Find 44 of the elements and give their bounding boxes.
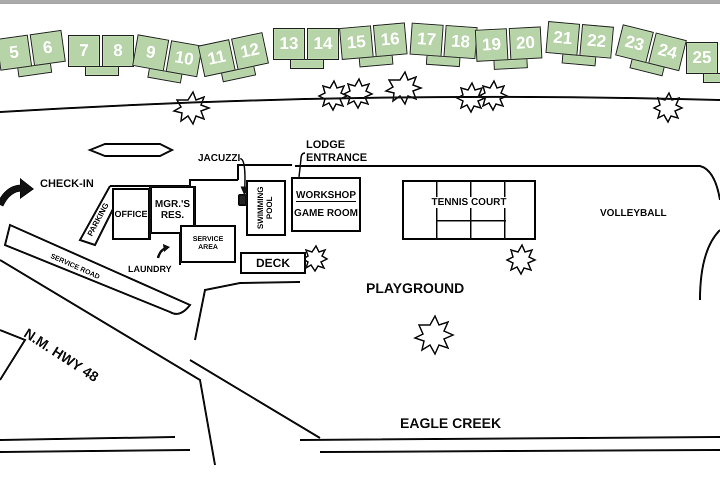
- entrance-label: LODGE ENTRANCE: [306, 139, 378, 164]
- place-label: CHECK-IN: [40, 178, 94, 190]
- cabin-unit: 15: [339, 25, 374, 60]
- cabin-unit: 7: [68, 35, 100, 67]
- swimming-pool: [246, 180, 286, 236]
- tennis-court: [402, 180, 536, 240]
- jacuzzi-label: JACUZZI: [198, 153, 240, 164]
- cabin-unit: 5: [0, 34, 32, 71]
- building-label: SWIMMING POOL: [257, 186, 275, 232]
- cabin-unit: 21: [545, 21, 580, 56]
- building-label: GAME ROOM: [294, 208, 358, 219]
- cabin-unit: 11: [198, 39, 236, 78]
- cabin-unit: 18: [443, 25, 478, 60]
- cabin-unit: 13: [273, 28, 305, 60]
- deck: [240, 252, 306, 274]
- building-label: MGR.'S RES.: [154, 198, 192, 222]
- leader-line: [298, 152, 306, 178]
- cabin-unit: 10: [166, 40, 203, 78]
- place-label: VOLLEYBALL: [600, 208, 667, 219]
- cabin-unit: 6: [30, 30, 66, 66]
- cabin-unit: 17: [410, 22, 444, 57]
- jacuzzi-tub: [238, 194, 247, 206]
- service-area: [180, 225, 236, 263]
- cabin-unit: 23: [615, 24, 654, 64]
- cabin-unit: 25: [686, 42, 718, 74]
- cabin-unit: 19: [474, 28, 508, 62]
- cabin-unit: 16: [372, 22, 408, 58]
- building-label: WORKSHOP: [296, 190, 356, 202]
- place-label: EAGLE CREEK: [400, 415, 502, 431]
- game-room-building: [291, 177, 361, 232]
- residence-building: [150, 186, 195, 234]
- building-label: TENNIS COURT: [430, 196, 508, 208]
- road-label: N.M. HWY 48: [21, 325, 102, 385]
- cabin-unit: 22: [579, 24, 614, 59]
- cabin-unit: 14: [307, 28, 339, 60]
- building-label: DECK: [256, 256, 290, 270]
- building-label: OFFICE: [114, 208, 148, 220]
- cabin-unit: 8: [102, 35, 134, 67]
- cabin-unit: 20: [508, 26, 542, 60]
- cabin-unit: 9: [132, 34, 170, 72]
- place-label: PLAYGROUND: [366, 280, 464, 296]
- place-label: LAUNDRY: [128, 264, 172, 274]
- cabin-unit: 12: [231, 32, 269, 70]
- office-building: [112, 188, 150, 240]
